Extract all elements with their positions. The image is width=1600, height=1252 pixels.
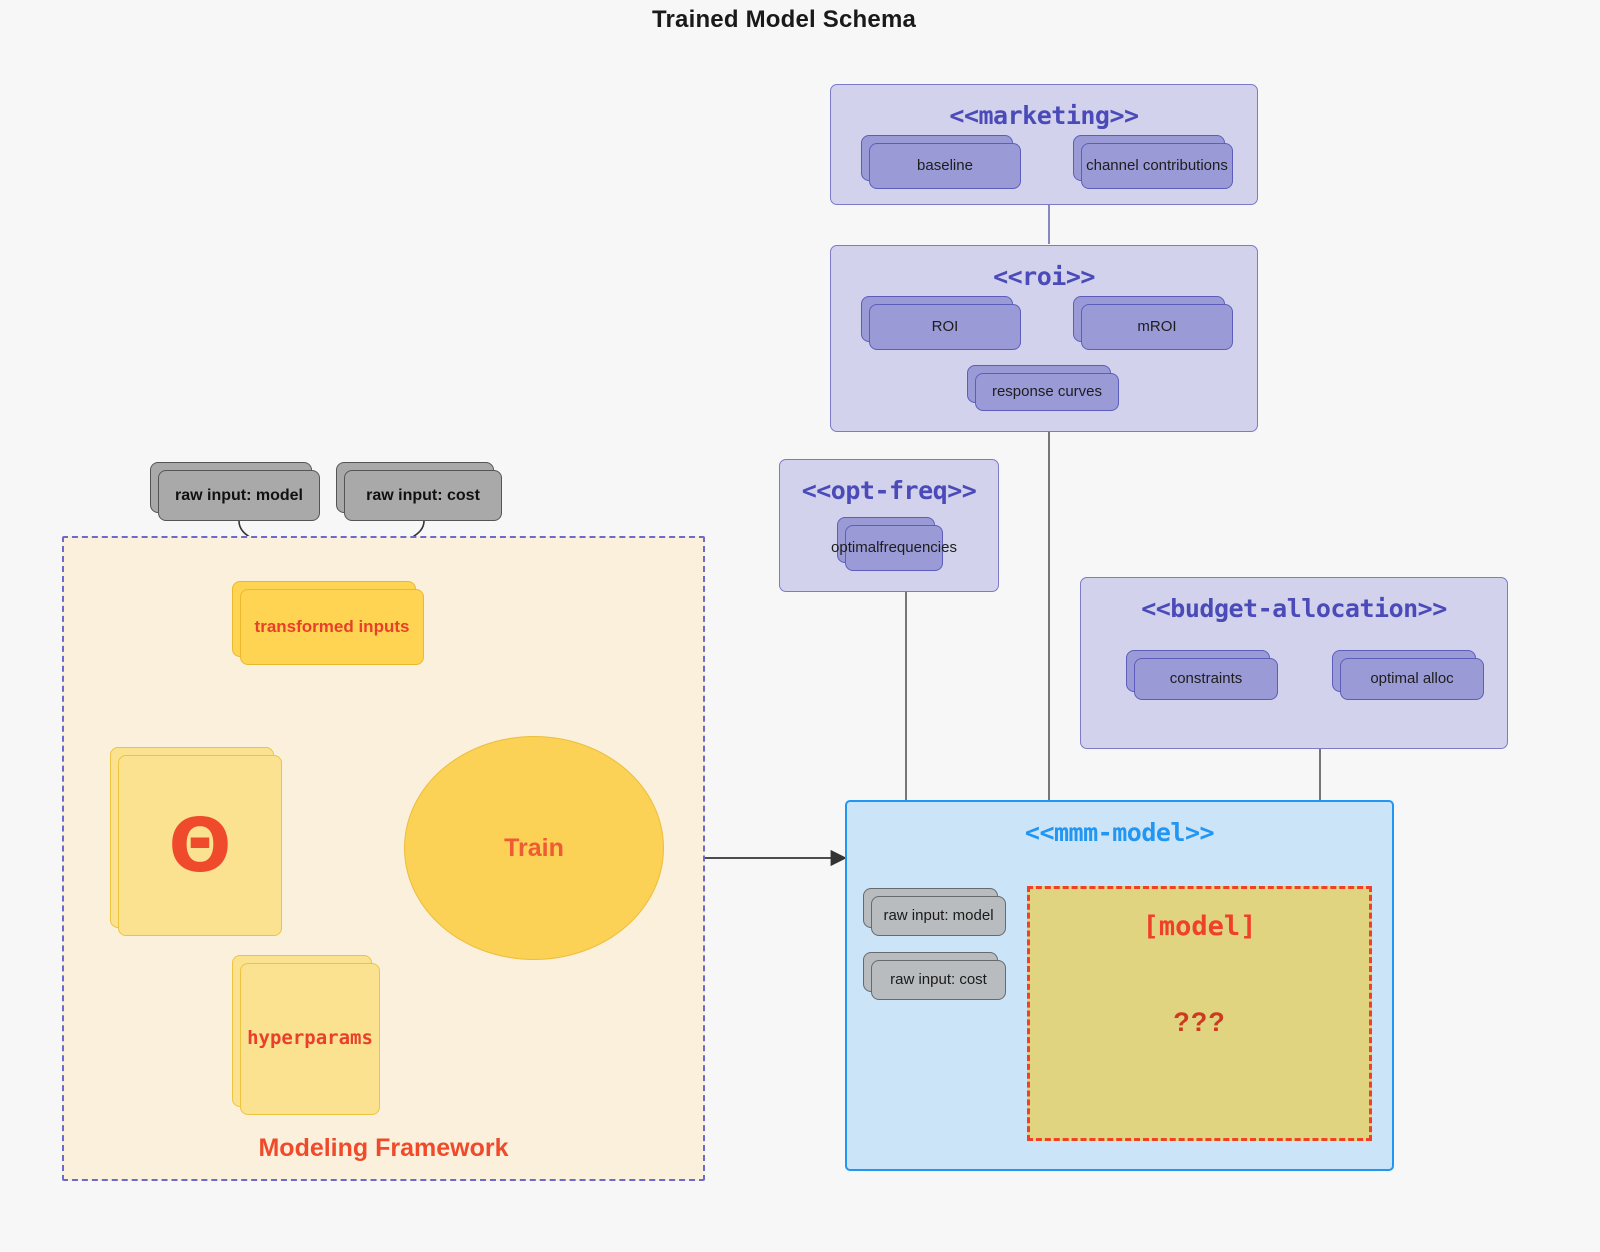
node-raw-input-model-label: raw input: model [158,470,320,521]
package-opt-freq-title: <<opt-freq>> [801,476,977,505]
page-title: Trained Model Schema [651,6,917,33]
node-train[interactable]: Train [404,736,664,960]
node-optimal-alloc-label: optimal alloc [1340,658,1484,700]
node-baseline[interactable]: baseline [861,135,1021,189]
package-opt-freq: <<opt-freq>> optimal frequencies [779,459,999,592]
model-placeholder-unknown: ??? [1173,1007,1226,1037]
modeling-framework-label: Modeling Framework [258,1134,509,1162]
node-constraints-label: constraints [1134,658,1278,700]
node-channel-contributions[interactable]: channel contributions [1073,135,1233,189]
node-response-curves-label: response curves [975,373,1119,411]
node-raw-input-cost[interactable]: raw input: cost [336,462,502,521]
node-optimal-alloc[interactable]: optimal alloc [1332,650,1484,700]
package-mmm-model: <<mmm-model>> raw input: model raw input… [845,800,1394,1171]
node-mroi-label: mROI [1081,304,1233,350]
node-hyperparams[interactable]: hyperparams [232,955,380,1115]
node-theta-label: Θ [118,755,282,936]
package-budget-allocation: <<budget-allocation>> constraints optima… [1080,577,1508,749]
node-baseline-label: baseline [869,143,1021,189]
theta-icon: Θ [168,802,232,889]
node-constraints[interactable]: constraints [1126,650,1278,700]
node-transformed-inputs[interactable]: transformed inputs [232,581,424,665]
node-roi[interactable]: ROI [861,296,1021,350]
package-marketing-title: <<marketing>> [949,101,1139,130]
node-mroi[interactable]: mROI [1073,296,1233,350]
node-optimal-frequencies-line1: optimal [831,538,880,556]
node-roi-label: ROI [869,304,1021,350]
node-raw-input-model[interactable]: raw input: model [150,462,320,521]
node-theta[interactable]: Θ [110,747,282,936]
model-placeholder-label: [model] [1142,911,1257,942]
package-marketing: <<marketing>> baseline channel contribut… [830,84,1258,205]
node-optimal-frequencies-line2: frequencies [879,538,957,556]
package-budget-allocation-title: <<budget-allocation>> [1141,594,1447,623]
node-optimal-frequencies-label: optimal frequencies [831,525,957,571]
node-mmm-raw-input-model[interactable]: raw input: model [863,888,1006,936]
node-hyperparams-label: hyperparams [240,963,380,1115]
package-roi-title: <<roi>> [993,262,1095,291]
node-optimal-frequencies[interactable]: optimal frequencies [831,517,957,571]
node-mmm-raw-input-model-label: raw input: model [871,896,1006,936]
package-roi: <<roi>> ROI mROI response curves [830,245,1258,432]
node-train-label: Train [504,833,564,862]
model-placeholder-box[interactable]: [model] ??? [1027,886,1372,1141]
node-mmm-raw-input-cost[interactable]: raw input: cost [863,952,1006,1000]
node-raw-input-cost-label: raw input: cost [344,470,502,521]
node-mmm-raw-input-cost-label: raw input: cost [871,960,1006,1000]
node-response-curves[interactable]: response curves [967,365,1119,411]
node-channel-contributions-label: channel contributions [1081,143,1233,189]
node-transformed-inputs-label: transformed inputs [240,589,424,665]
package-mmm-model-title: <<mmm-model>> [1024,818,1215,847]
